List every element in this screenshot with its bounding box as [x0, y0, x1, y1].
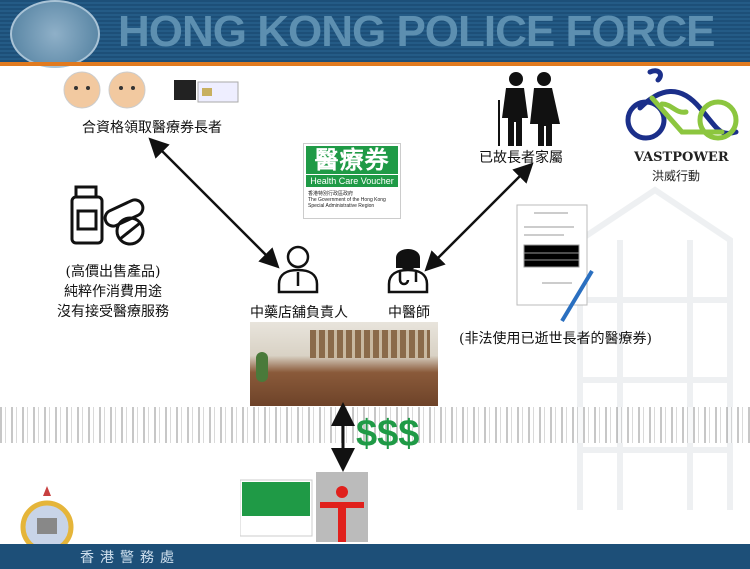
label-eligible-elders: 合資格領取醫療券長者: [82, 120, 222, 136]
arrow-doctor-family: [424, 162, 534, 272]
product-line-2: 純粹作消費用途: [64, 284, 162, 300]
pixelated-redacted-text: [0, 407, 750, 443]
voucher-and-health-logos-icon: [240, 472, 368, 542]
voucher-logo-en: Health Care Voucher: [306, 174, 398, 187]
footer-text: 香港警務處: [80, 550, 180, 566]
voucher-logo-zh: 醫療券: [314, 145, 390, 174]
id-card-reader-icon: [174, 80, 239, 103]
voucher-gov-zh: 香港特別行政區政府: [308, 191, 354, 197]
medicine-shop-photo: [250, 322, 438, 406]
label-illegal-use: (非法使用已逝世長者的醫療券): [459, 331, 652, 347]
label-chinese-doctor: 中醫師: [388, 305, 430, 321]
header-divider: [0, 62, 750, 66]
arrow-elders-shop: [148, 137, 280, 269]
product-line-1: (高價出售產品): [65, 264, 161, 280]
doctor-icon: [387, 249, 429, 294]
voucher-gov-en: The Government of the Hong Kong Special …: [308, 197, 386, 209]
label-deceased-family: 已故長者家屬: [479, 150, 563, 166]
label-shop-owner: 中藥店舖負責人: [250, 305, 348, 321]
product-description: (高價出售產品) 純粹作消費用途 沒有接受醫療服務: [38, 262, 188, 322]
elderly-faces-icon: [63, 71, 146, 109]
money-symbol: $$$: [356, 413, 420, 455]
building-watermark-icon: [577, 186, 733, 510]
header-title: HONG KONG POLICE FORCE: [118, 7, 715, 56]
header-banner: [0, 0, 750, 62]
product-line-3: 沒有接受醫療服務: [57, 304, 169, 320]
shop-owner-person-icon: [277, 245, 319, 294]
operation-name: VASTPOWER: [634, 150, 729, 165]
elderly-couple-icon: [498, 72, 560, 146]
medicine-bottle-pills-icon: [70, 185, 145, 246]
vastpower-cyclist-logo-icon: [625, 68, 739, 141]
hk-emblem-icon: [10, 0, 100, 68]
footer-bar: [0, 544, 750, 569]
operation-name-zh: 洪威行動: [652, 169, 701, 183]
